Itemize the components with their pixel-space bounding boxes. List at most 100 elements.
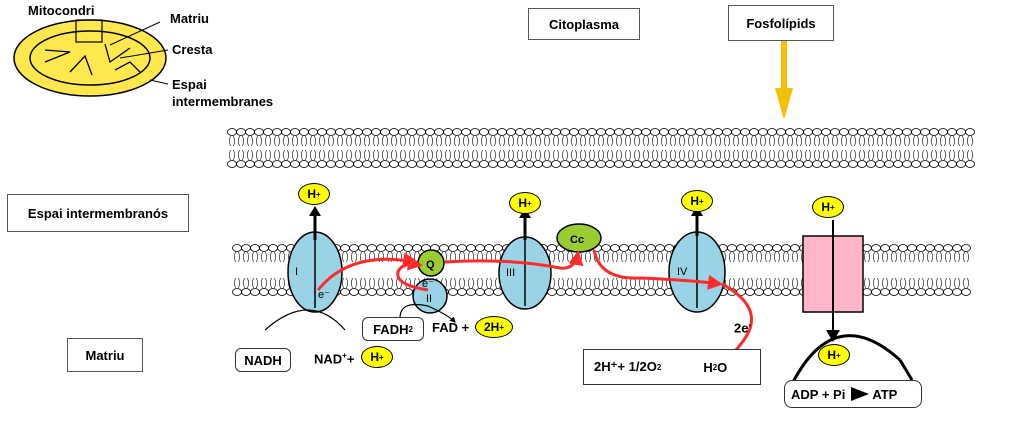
phospholipid-tail — [598, 135, 604, 147]
phospholipid-head — [484, 288, 494, 296]
phospholipid-tail — [679, 149, 685, 161]
phospholipid-tail — [256, 135, 262, 147]
phospholipid-head — [668, 128, 678, 136]
phospholipid-tail — [706, 149, 712, 161]
phospholipid-head — [623, 160, 633, 168]
phospholipid-tail — [247, 149, 253, 161]
phospholipid-tail — [945, 277, 951, 289]
phospholipid-tail — [900, 251, 906, 263]
phospholipid-head — [961, 288, 971, 296]
phospholipid-head — [943, 288, 953, 296]
outer-membrane — [227, 128, 975, 168]
phospholipid-tail — [832, 135, 838, 147]
phospholipid-head — [340, 288, 350, 296]
phospholipid-tail — [387, 251, 393, 263]
phospholipid-head — [632, 128, 642, 136]
up-arrow-icon — [309, 206, 321, 216]
phospholipid-head — [677, 160, 687, 168]
phospholipid-head — [389, 128, 399, 136]
phospholipid-tail — [472, 135, 478, 147]
phospholipid-head — [349, 288, 359, 296]
phospholipid-head — [236, 160, 246, 168]
phospholipid-tail — [351, 277, 357, 289]
atp-formation-box: ADP + Pi ATP — [784, 380, 922, 408]
phospholipid-tail — [454, 135, 460, 147]
phospholipid-head — [569, 160, 579, 168]
phospholipid-tail — [733, 135, 739, 147]
phospholipid-tail — [877, 135, 883, 147]
phospholipid-head — [947, 160, 957, 168]
phospholipid-tail — [954, 251, 960, 263]
phospholipid-head — [767, 160, 777, 168]
phospholipid-head — [623, 128, 633, 136]
phospholipid-head — [668, 160, 678, 168]
phospholipid-tail — [792, 251, 798, 263]
phospholipid-head — [254, 160, 264, 168]
phospholipid-tail — [373, 135, 379, 147]
phospholipid-head — [898, 288, 908, 296]
phospholipid-tail — [567, 277, 573, 289]
phospholipid-head — [772, 288, 782, 296]
phospholipid-tail — [247, 135, 253, 147]
phospholipid-head — [758, 128, 768, 136]
phospholipid-tail — [931, 149, 937, 161]
phospholipid-head — [893, 128, 903, 136]
phospholipid-head — [916, 288, 926, 296]
phospholipid-tail — [445, 135, 451, 147]
phospholipid-head — [736, 244, 746, 252]
phospholipid-tail — [274, 135, 280, 147]
phospholipid-head — [749, 128, 759, 136]
phospholipid-head — [862, 288, 872, 296]
phospholipid-tail — [909, 277, 915, 289]
phospholipid-tail — [571, 149, 577, 161]
phospholipid-tail — [238, 135, 244, 147]
phospholipid-head — [515, 128, 525, 136]
phospholipid-tail — [949, 149, 955, 161]
phospholipid-head — [722, 128, 732, 136]
phospholipid-tail — [409, 135, 415, 147]
phospholipid-tail — [418, 135, 424, 147]
phospholipid-head — [956, 128, 966, 136]
phospholipid-head — [947, 128, 957, 136]
phospholipid-tail — [756, 277, 762, 289]
phospholipid-head — [565, 288, 575, 296]
h-ion-complex-iv: H+ — [681, 190, 713, 212]
phospholipid-head — [655, 288, 665, 296]
phospholipid-tail — [873, 277, 879, 289]
phospholipid-head — [866, 128, 876, 136]
h-ion-atp-synthase-top: H+ — [812, 196, 844, 218]
phospholipid-tail — [355, 135, 361, 147]
phospholipid-tail — [909, 251, 915, 263]
phospholipid-head — [781, 288, 791, 296]
phospholipid-head — [902, 128, 912, 136]
phospholipid-tail — [715, 135, 721, 147]
phospholipid-head — [403, 244, 413, 252]
phospholipid-tail — [832, 149, 838, 161]
phospholipid-head — [943, 244, 953, 252]
phospholipid-head — [353, 128, 363, 136]
phospholipid-head — [367, 288, 377, 296]
phospholipid-tail — [418, 149, 424, 161]
phospholipid-tail — [463, 149, 469, 161]
phospholipid-head — [884, 128, 894, 136]
phospholipid-tail — [958, 135, 964, 147]
phospholipid-head — [686, 128, 696, 136]
complex-i-label: I — [295, 266, 298, 278]
inset-matrix-label: Matriu — [170, 11, 209, 26]
phospholipid-head — [610, 288, 620, 296]
phospholipid-tail — [882, 277, 888, 289]
phospholipid-head — [308, 128, 318, 136]
phospholipid-head — [376, 288, 386, 296]
phospholipid-tail — [868, 149, 874, 161]
phospholipid-head — [569, 128, 579, 136]
phospholipid-tail — [918, 251, 924, 263]
phospholipid-tail — [760, 135, 766, 147]
phospholipid-tail — [328, 135, 334, 147]
phospholipid-head — [461, 128, 471, 136]
phospholipid-tail — [891, 277, 897, 289]
phospholipid-head — [466, 244, 476, 252]
phospholipid-head — [637, 244, 647, 252]
phospholipid-head — [686, 160, 696, 168]
nad-label: NAD++ — [314, 351, 355, 367]
intermembrane-space-label: Espai intermembranós — [7, 194, 189, 232]
